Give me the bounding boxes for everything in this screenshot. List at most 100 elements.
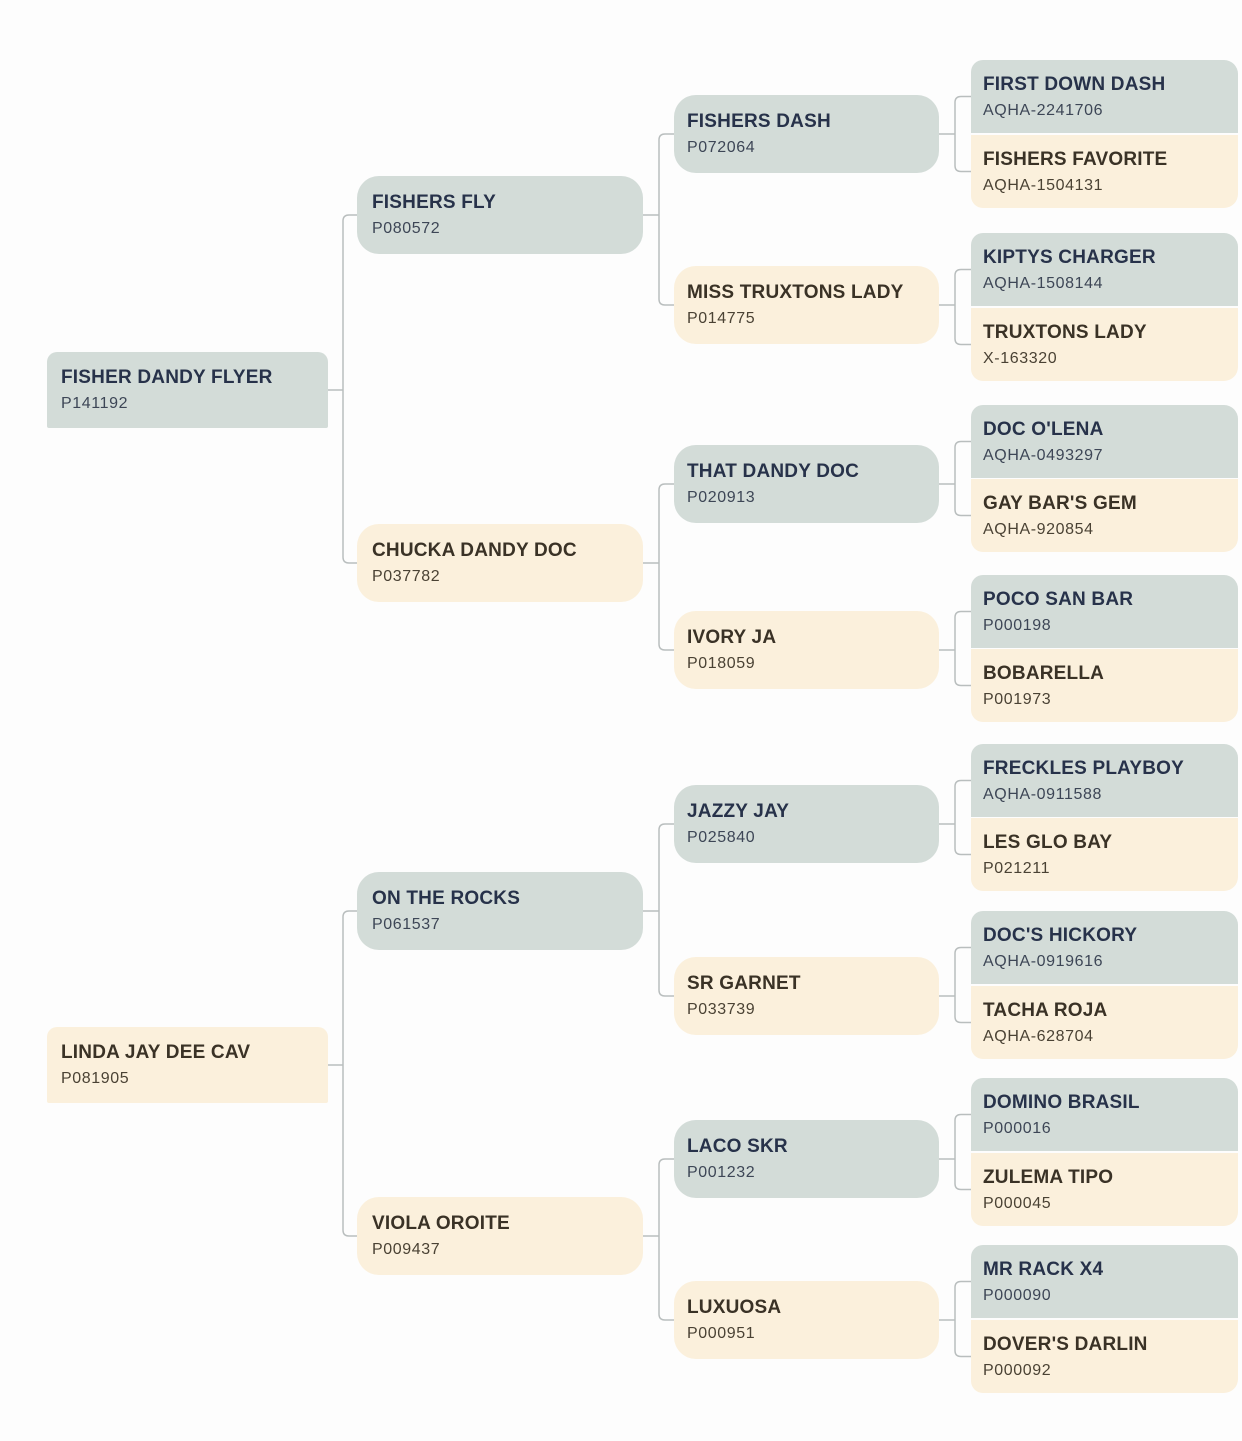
gen4-sire-node[interactable]: FIRST DOWN DASH AQHA-2241706 [971, 60, 1238, 133]
registration-number: AQHA-2241706 [983, 101, 1104, 119]
horse-name: ON THE ROCKS [372, 888, 521, 909]
gen2-dam-node[interactable]: CHUCKA DANDY DOC P037782 [357, 524, 643, 602]
gen4-dam-node[interactable]: LES GLO BAY P021211 [971, 818, 1238, 891]
gen3-sire-node[interactable]: JAZZY JAY P025840 [674, 785, 939, 863]
gen4-sire-node[interactable]: DOC O'LENA AQHA-0493297 [971, 405, 1238, 478]
registration-number: AQHA-628704 [983, 1027, 1094, 1045]
pedigree-connector [939, 610, 971, 687]
gen4-sire-node[interactable]: DOMINO BRASIL P000016 [971, 1078, 1238, 1151]
horse-name: DOC O'LENA [983, 418, 1104, 440]
registration-number: P000090 [983, 1286, 1052, 1304]
pedigree-connector [939, 779, 971, 856]
horse-name: BOBARELLA [983, 662, 1105, 684]
horse-name: GAY BAR'S GEM [983, 492, 1137, 514]
horse-name: FRECKLES PLAYBOY [983, 757, 1184, 779]
registration-number: P141192 [61, 395, 129, 412]
gen4-sire-node[interactable]: DOC'S HICKORY AQHA-0919616 [971, 911, 1238, 984]
horse-name: MR RACK X4 [983, 1258, 1104, 1280]
gen4-sire-node[interactable]: KIPTYS CHARGER AQHA-1508144 [971, 233, 1238, 306]
gen4-sire-node[interactable]: FRECKLES PLAYBOY AQHA-0911588 [971, 744, 1238, 817]
registration-number: P000198 [983, 616, 1052, 634]
pedigree-connector [643, 133, 674, 306]
registration-number: P061537 [372, 916, 441, 933]
registration-number: AQHA-0919616 [983, 952, 1104, 970]
registration-number: P000016 [983, 1119, 1052, 1137]
horse-name: DOVER'S DARLIN [983, 1333, 1148, 1355]
gen1-sire-node[interactable]: FISHER DANDY FLYER P141192 [47, 352, 328, 428]
horse-name: JAZZY JAY [687, 801, 790, 822]
gen4-dam-node[interactable]: DOVER'S DARLIN P000092 [971, 1320, 1238, 1393]
gen4-sire-node[interactable]: MR RACK X4 P000090 [971, 1245, 1238, 1318]
horse-name: THAT DANDY DOC [687, 461, 860, 482]
registration-number: AQHA-1504131 [983, 176, 1104, 194]
pedigree-connector [328, 910, 357, 1237]
gen4-dam-node[interactable]: ZULEMA TIPO P000045 [971, 1153, 1238, 1226]
registration-number: P080572 [372, 220, 441, 237]
pedigree-connector [939, 268, 971, 346]
horse-name: IVORY JA [687, 627, 777, 648]
registration-number: P001973 [983, 690, 1052, 708]
gen3-dam-node[interactable]: MISS TRUXTONS LADY P014775 [674, 266, 939, 344]
gen3-sire-node[interactable]: FISHERS DASH P072064 [674, 95, 939, 173]
pedigree-connector [939, 95, 971, 173]
horse-name: DOC'S HICKORY [983, 924, 1138, 946]
horse-name: VIOLA OROITE [372, 1213, 510, 1234]
registration-number: P072064 [687, 139, 756, 156]
pedigree-connector [939, 440, 971, 517]
registration-number: P000092 [983, 1361, 1052, 1379]
registration-number: P021211 [983, 859, 1051, 877]
horse-name: CHUCKA DANDY DOC [372, 540, 577, 561]
pedigree-connector [328, 214, 357, 564]
horse-name: ZULEMA TIPO [983, 1166, 1114, 1188]
pedigree-connector [939, 1113, 971, 1191]
pedigree-connector [939, 1280, 971, 1358]
horse-name: FISHERS FAVORITE [983, 148, 1168, 170]
gen4-dam-node[interactable]: FISHERS FAVORITE AQHA-1504131 [971, 135, 1238, 208]
registration-number: P018059 [687, 655, 756, 672]
gen4-dam-node[interactable]: TACHA ROJA AQHA-628704 [971, 986, 1238, 1059]
horse-name: LINDA JAY DEE CAV [61, 1042, 251, 1063]
gen2-sire-node[interactable]: ON THE ROCKS P061537 [357, 872, 643, 950]
pedigree-connector [643, 823, 674, 997]
horse-name: MISS TRUXTONS LADY [687, 282, 904, 303]
gen4-dam-node[interactable]: BOBARELLA P001973 [971, 649, 1238, 722]
horse-name: FISHER DANDY FLYER [61, 367, 273, 388]
horse-name: LES GLO BAY [983, 831, 1113, 853]
gen3-dam-node[interactable]: IVORY JA P018059 [674, 611, 939, 689]
pedigree-connector [643, 483, 674, 651]
registration-number: AQHA-920854 [983, 520, 1094, 538]
horse-name: FISHERS DASH [687, 111, 831, 132]
registration-number: P033739 [687, 1001, 756, 1018]
registration-number: AQHA-1508144 [983, 274, 1104, 292]
horse-name: LACO SKR [687, 1136, 788, 1157]
horse-name: DOMINO BRASIL [983, 1091, 1140, 1113]
gen2-dam-node[interactable]: VIOLA OROITE P009437 [357, 1197, 643, 1275]
gen2-sire-node[interactable]: FISHERS FLY P080572 [357, 176, 643, 254]
registration-number: P000045 [983, 1194, 1052, 1212]
registration-number: P037782 [372, 568, 441, 585]
registration-number: AQHA-0493297 [983, 446, 1104, 464]
registration-number: AQHA-0911588 [983, 785, 1102, 803]
gen3-sire-node[interactable]: THAT DANDY DOC P020913 [674, 445, 939, 523]
registration-number: P020913 [687, 489, 756, 506]
registration-number: P009437 [372, 1241, 441, 1258]
pedigree-connector [643, 1158, 674, 1321]
gen4-dam-node[interactable]: GAY BAR'S GEM AQHA-920854 [971, 479, 1238, 552]
registration-number: P014775 [687, 310, 756, 327]
horse-name: FISHERS FLY [372, 192, 496, 213]
registration-number: P025840 [687, 829, 756, 846]
horse-name: TRUXTONS LADY [983, 321, 1147, 343]
pedigree-connector [939, 946, 971, 1024]
horse-name: SR GARNET [687, 973, 801, 994]
horse-name: FIRST DOWN DASH [983, 73, 1166, 95]
horse-name: TACHA ROJA [983, 999, 1108, 1021]
gen3-dam-node[interactable]: SR GARNET P033739 [674, 957, 939, 1035]
gen1-dam-node[interactable]: LINDA JAY DEE CAV P081905 [47, 1027, 328, 1103]
registration-number: P081905 [61, 1070, 130, 1087]
horse-name: KIPTYS CHARGER [983, 246, 1156, 268]
